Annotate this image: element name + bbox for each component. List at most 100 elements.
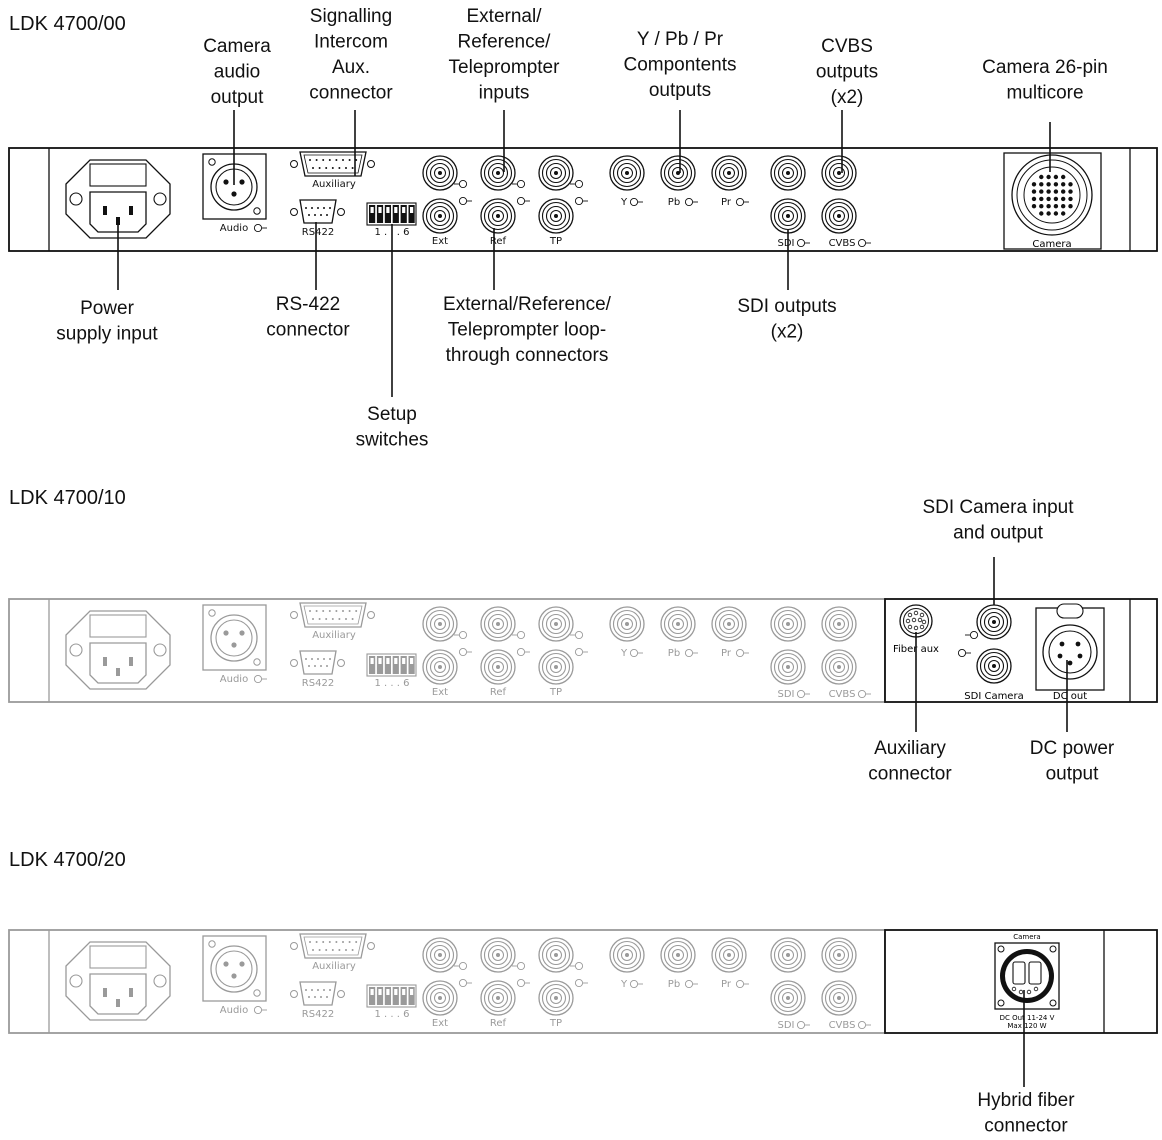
output-arrow-icon [857, 689, 871, 699]
callout-line: connector [266, 320, 350, 341]
bnc-connector [711, 937, 747, 973]
callout-line: Teleprompter [449, 57, 561, 78]
output-arrow-icon [458, 196, 472, 206]
callout-line: (x2) [771, 322, 804, 343]
callout-line: Intercom [314, 32, 388, 53]
input-arrow-icon [570, 179, 584, 189]
switches-label: 1 . . . 6 [375, 1009, 410, 1020]
output-arrow-icon [735, 979, 749, 989]
bnc-connector [480, 198, 516, 234]
callout-line: Reference/ [458, 32, 552, 53]
pr-label: Pr [721, 979, 732, 990]
bnc-connector [711, 155, 747, 191]
bnc-connector [538, 198, 574, 234]
callout-line: inputs [479, 83, 530, 104]
bnc-connector [770, 155, 806, 191]
option-panel-frame [884, 598, 1158, 703]
output-arrow-icon [516, 978, 530, 988]
auxiliary-label: Auxiliary [312, 179, 356, 190]
output-arrow-icon [857, 238, 871, 248]
pb-label: Pb [668, 197, 680, 208]
model-title: LDK 4700/00 [9, 13, 126, 35]
bnc-connector [609, 155, 645, 191]
callout-line: Power [80, 298, 135, 319]
callout-line: SDI outputs [737, 296, 836, 317]
callout-line: Camera [203, 36, 271, 57]
pb-label: Pb [668, 979, 680, 990]
callout-line: connector [984, 1116, 1068, 1137]
output-arrow-icon [684, 197, 698, 207]
callout-line: output [1046, 764, 1100, 785]
sdi-camera-label: SDI Camera [964, 691, 1023, 702]
rs422-connector [290, 650, 345, 675]
hybrid-fiber-connector [994, 942, 1060, 1010]
bnc-connector [538, 606, 574, 642]
bnc-connector [660, 155, 696, 191]
output-arrow-icon [458, 978, 472, 988]
output-arrow-icon [574, 978, 588, 988]
input-arrow-icon [454, 630, 468, 640]
bnc-connector [660, 606, 696, 642]
output-arrow-icon [684, 648, 698, 658]
bnc-connector [821, 606, 857, 642]
callout-line: Signalling [310, 6, 392, 27]
setup-switches [366, 202, 417, 226]
callout-line: connector [868, 764, 952, 785]
output-arrow-icon [516, 647, 530, 657]
dc-rating-label: Max 120 W [1007, 1022, 1046, 1030]
output-arrow-icon [629, 197, 643, 207]
ref-label: Ref [490, 687, 507, 698]
callout-line: Aux. [332, 57, 370, 78]
callout-line: Setup [367, 404, 417, 425]
output-arrow-icon [796, 238, 810, 248]
bnc-connector [538, 937, 574, 973]
callout-line: outputs [649, 80, 711, 101]
input-arrow-icon [965, 630, 979, 640]
input-arrow-icon [512, 179, 526, 189]
callout-line: (x2) [831, 87, 864, 108]
callout-bottom: Auxiliary connector [868, 738, 952, 785]
input-arrow-icon [512, 630, 526, 640]
y-label: Y [620, 197, 628, 208]
cvbs-label: CVBS [829, 238, 856, 249]
output-arrow-icon [629, 648, 643, 658]
output-arrow-icon [574, 196, 588, 206]
output-arrow-icon [735, 197, 749, 207]
bnc-connector [770, 606, 806, 642]
output-arrow-icon [957, 648, 971, 658]
auxiliary-connector [290, 602, 375, 628]
switches-label: 1 . . . 6 [375, 678, 410, 689]
sdi-label: SDI [778, 689, 795, 700]
output-arrow-icon [458, 647, 472, 657]
ref-label: Ref [490, 236, 507, 247]
sdi-label: SDI [778, 1020, 795, 1031]
bnc-connector [538, 980, 574, 1016]
callout-line: and output [953, 523, 1044, 544]
bnc-connector [422, 198, 458, 234]
rs422-label: RS422 [302, 678, 334, 689]
rs422-connector [290, 981, 345, 1006]
output-arrow-icon [735, 648, 749, 658]
ext-label: Ext [432, 1018, 448, 1029]
output-arrow-icon [796, 1020, 810, 1030]
tp-label: TP [549, 687, 562, 698]
ext-label: Ext [432, 236, 448, 247]
bnc-connector [538, 155, 574, 191]
rs422-connector [290, 199, 345, 224]
callout-bottom: External/Reference/Teleprompter loop-thr… [443, 294, 612, 366]
audio-label: Audio [220, 223, 248, 234]
power-inlet [65, 941, 171, 1021]
setup-switches [366, 984, 417, 1008]
bnc-connector [770, 649, 806, 685]
callout-line: Teleprompter loop- [448, 320, 606, 341]
bnc-connector [422, 606, 458, 642]
callout-line: Auxiliary [874, 738, 946, 759]
